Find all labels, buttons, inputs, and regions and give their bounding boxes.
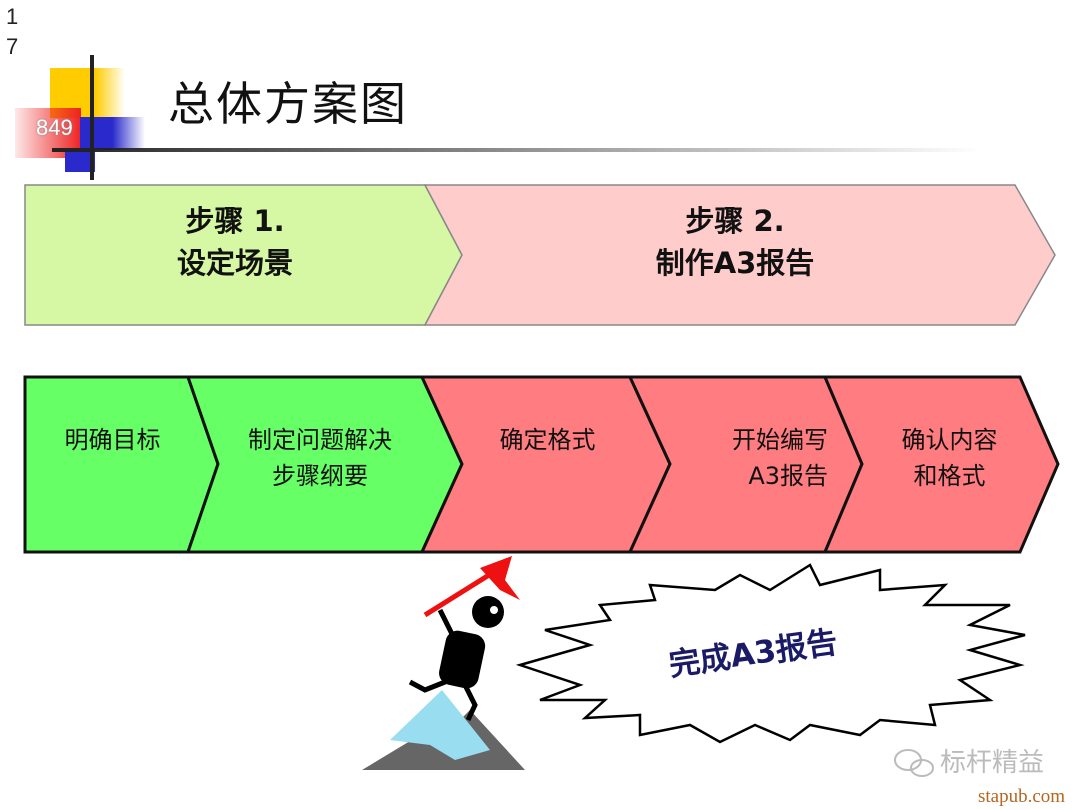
substep-line: 制定问题解决 — [248, 426, 392, 454]
page-title: 总体方案图 — [168, 77, 408, 131]
step-1-title: 步骤 1. — [185, 204, 285, 238]
substep-5: 确认内容和格式 — [862, 422, 1037, 494]
step-1-label: 步骤 1. 设定场景 — [25, 200, 445, 284]
step-2-chevron — [423, 184, 1056, 326]
substep-line: 确认内容 — [901, 426, 998, 454]
logo-decoration — [15, 55, 982, 180]
substep-line: 步骤纲要 — [272, 462, 368, 490]
step-chevrons — [24, 184, 1056, 326]
substep-2: 制定问题解决步骤纲要 — [215, 422, 425, 494]
substep-3: 确定格式 — [460, 422, 635, 458]
mountain-climber-illustration — [362, 556, 525, 770]
substep-line: A3报告 — [748, 462, 828, 490]
step-2-title: 步骤 2. — [685, 204, 785, 238]
watermark: 标杆精益 — [940, 748, 1045, 778]
substep-line: 明确目标 — [64, 426, 161, 454]
substep-chevrons — [23, 375, 1060, 554]
step-2-desc: 制作A3报告 — [655, 246, 815, 281]
page-number-digit: 7 — [6, 34, 19, 59]
wechat-icon — [894, 749, 934, 777]
substep-4: 开始编写 A3报告 — [668, 422, 828, 494]
step-1-desc: 设定场景 — [176, 246, 293, 281]
substep-line: 和格式 — [913, 462, 986, 490]
step-2-label: 步骤 2. 制作A3报告 — [460, 200, 1010, 284]
substep-line: 确定格式 — [499, 426, 596, 454]
site-watermark: stapub.com — [978, 786, 1066, 807]
substep-line: 开始编写 — [732, 426, 828, 454]
logo-badge: 849 — [36, 115, 73, 140]
substep-1: 明确目标 — [30, 422, 195, 458]
burst-shape — [515, 563, 1026, 744]
page-number-digit: 1 — [6, 4, 19, 29]
